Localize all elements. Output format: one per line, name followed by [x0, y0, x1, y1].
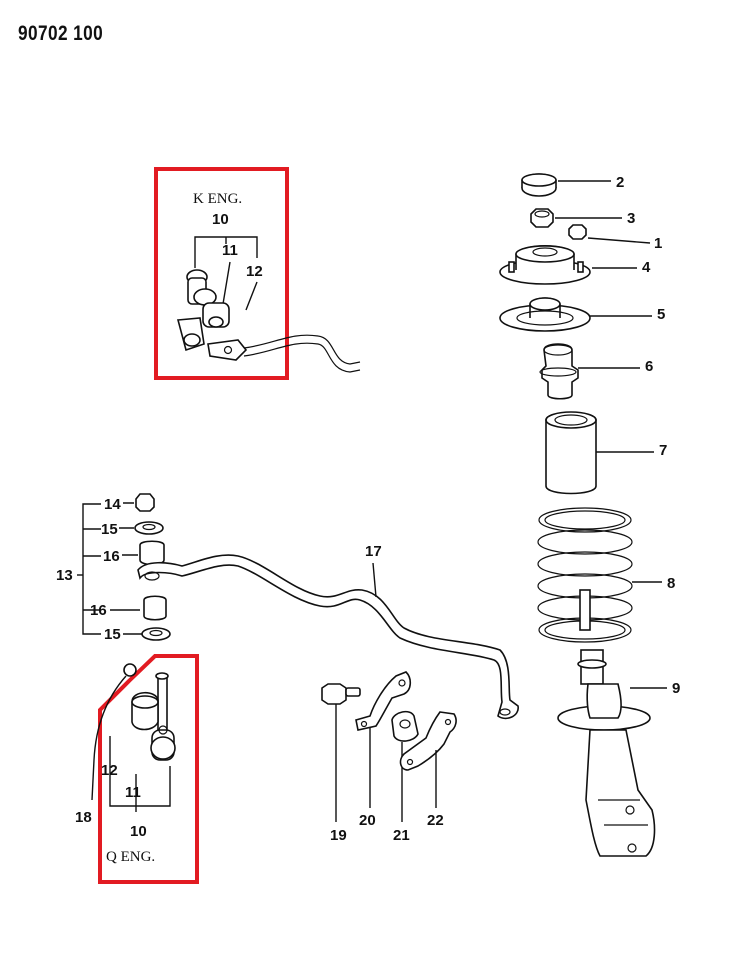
callout-16-upper: 16 [103, 548, 120, 565]
k-stabilizer-bar-segment [243, 334, 361, 365]
callout-17: 17 [365, 543, 382, 560]
callout-15-lower: 15 [104, 626, 121, 643]
k-callout-10: 10 [212, 211, 229, 228]
part-22-bracket [399, 711, 457, 808]
k-callout-12: 12 [246, 263, 263, 280]
callout-6: 6 [645, 358, 653, 375]
part-4-upper-mount [499, 245, 591, 285]
part-17-stabilizer-bar [137, 554, 519, 720]
part-19-bolt [321, 683, 361, 822]
callout-7: 7 [659, 442, 667, 459]
diagram-code: 90702 100 [18, 22, 104, 45]
strut-assembly: 2 3 1 4 5 6 7 8 9 [499, 173, 680, 857]
callout-16-lower: 16 [90, 602, 107, 619]
callout-18: 18 [75, 809, 92, 826]
part-15-washer-upper [134, 521, 164, 535]
q-engine-highlight-box [98, 654, 199, 884]
part-6-bump-stopper [539, 343, 579, 400]
callout-4: 4 [642, 259, 651, 276]
part-7-dust-boot [545, 411, 597, 495]
callout-1: 1 [654, 235, 662, 252]
k-callout-leaders [221, 261, 258, 311]
q-engine-label: Q ENG. [106, 849, 155, 865]
k-callout-bracket [194, 236, 258, 268]
callout-8: 8 [667, 575, 675, 592]
callout-3: 3 [627, 210, 635, 227]
callout-20: 20 [359, 812, 376, 829]
callout-14: 14 [104, 496, 121, 513]
part-8-coil-spring [537, 507, 633, 643]
part-16-bushing-upper [139, 540, 165, 566]
callout-19: 19 [330, 827, 347, 844]
k-callout-11: 11 [222, 242, 238, 259]
callout-5: 5 [657, 306, 665, 323]
part-1-nut [568, 224, 587, 240]
part-14-nut [135, 493, 155, 512]
k-engine-label: K ENG. [193, 191, 242, 207]
callout-13-bracket [82, 503, 101, 635]
part-18 [91, 663, 137, 801]
callout-15-upper: 15 [101, 521, 118, 538]
k-engine-inset: K ENG. 10 11 12 [154, 167, 361, 380]
q-callout-10: 10 [130, 823, 147, 840]
callout-21: 21 [393, 827, 410, 844]
part-2-cap [521, 173, 557, 197]
q-stabilizer-link [131, 672, 176, 761]
q-callout-11: 11 [125, 784, 141, 801]
k-engine-highlight-box [154, 167, 289, 380]
part-20-bracket [355, 671, 412, 808]
callout-13: 13 [56, 567, 73, 584]
q-engine-inset: Q ENG. 10 11 12 18 [75, 654, 199, 884]
k-stabilizer-link [176, 269, 248, 361]
part-5-spring-seat [499, 297, 591, 332]
callout-2: 2 [616, 174, 624, 191]
part-15-washer-lower [141, 627, 171, 641]
part-3-nut [530, 208, 554, 228]
bracket-group: 19 20 21 22 [321, 671, 457, 844]
q-callout-bracket [109, 736, 171, 812]
right-column-leaders [555, 180, 667, 689]
part-9-strut [557, 649, 656, 857]
part-16-bushing-lower [143, 595, 167, 621]
stabilizer-group: 13 14 15 16 16 15 17 [56, 493, 519, 720]
callout-9: 9 [672, 680, 680, 697]
callout-22: 22 [427, 812, 444, 829]
